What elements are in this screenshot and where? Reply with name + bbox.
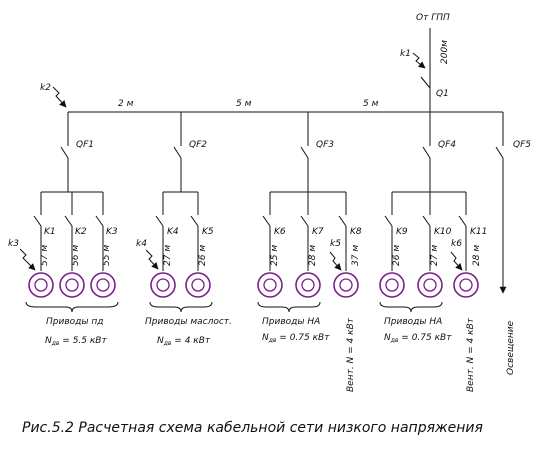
breaker-qf1 — [60, 112, 69, 192]
fault-point-k6-arrow — [450, 251, 463, 271]
cable-k10-label: K10 — [434, 227, 452, 237]
fault-point-k2-label: k2 — [40, 83, 51, 93]
group2-brace — [149, 301, 213, 313]
group3-brace — [257, 301, 321, 313]
bus-segment-2: 5 м — [236, 99, 252, 109]
feeder-cable-length: 200м — [440, 40, 450, 64]
fault-point-k3-arrow — [19, 248, 36, 271]
cable-k7-length: 28 м — [308, 245, 318, 266]
cable-k8-length: 37 м — [351, 245, 361, 266]
qf1-label: QF1 — [76, 140, 94, 150]
cable-k5-length: 26 м — [198, 245, 208, 266]
fan-motor-1-core — [339, 278, 353, 292]
cable-k2-label: K2 — [75, 227, 87, 237]
group3-power: Nдв = 0.75 кВт — [262, 333, 330, 344]
motor-8-core — [385, 278, 399, 292]
qf2-label: QF2 — [189, 140, 207, 150]
cable-k10 — [422, 192, 431, 271]
breaker-qf4 — [422, 112, 431, 192]
bus-segment-1: 2 м — [118, 99, 134, 109]
cable-k4-label: K4 — [167, 227, 179, 237]
cable-k7-label: K7 — [312, 227, 324, 237]
fault-point-k2-arrow — [52, 86, 67, 108]
cable-k2 — [64, 192, 73, 271]
group1-power: Nдв = 5.5 кВт — [45, 336, 107, 347]
cable-k8-label: K8 — [350, 227, 362, 237]
group4-name: Приводы НА — [384, 317, 442, 327]
group3-name: Приводы НА — [262, 317, 320, 327]
qf4-label: QF4 — [438, 140, 456, 150]
fault-point-k1-label: k1 — [400, 49, 411, 59]
breaker-qf5 — [495, 112, 507, 294]
motor-7-core — [301, 278, 315, 292]
fault-point-k5-label: k5 — [330, 239, 341, 249]
group2-name: Приводы маслост. — [145, 317, 232, 327]
cable-k7 — [300, 192, 309, 271]
q1-switch-blade — [420, 76, 431, 89]
cable-k10-length: 27 м — [430, 245, 440, 266]
motor-4-core — [156, 278, 170, 292]
group1-brace — [25, 301, 119, 313]
group4-power: Nдв = 0.75 кВт — [384, 333, 452, 344]
cable-k9-label: K9 — [396, 227, 408, 237]
fault-point-k4-label: k4 — [136, 239, 147, 249]
motor-3-core — [96, 278, 110, 292]
fault-point-k3-label: k3 — [8, 239, 19, 249]
qf3-label: QF3 — [316, 140, 334, 150]
motor-1-core — [34, 278, 48, 292]
cable-k8 — [338, 192, 347, 271]
breaker-qf3 — [300, 112, 309, 192]
fault-point-k5-arrow — [329, 251, 342, 271]
motor-2-core — [65, 278, 79, 292]
qf5-label: QF5 — [513, 140, 531, 150]
cable-k9 — [384, 192, 393, 271]
fault-point-k6-label: k6 — [451, 239, 462, 249]
cable-k5-label: K5 — [202, 227, 214, 237]
q1-label: Q1 — [436, 89, 449, 99]
fan-label-2: Вент. N = 4 кВт — [466, 317, 476, 392]
fault-point-k1-arrow — [412, 52, 426, 69]
cable-k5 — [190, 192, 199, 271]
cable-k3-label: K3 — [106, 227, 118, 237]
motor-6-core — [263, 278, 277, 292]
cable-k4-length: 27 м — [163, 245, 173, 266]
bus-segment-3: 5 м — [363, 99, 379, 109]
breaker-qf2 — [173, 112, 182, 192]
source-label: От ГПП — [416, 13, 450, 23]
lighting-label: Освещение — [506, 320, 516, 375]
cable-k6-label: K6 — [274, 227, 286, 237]
motor-9-core — [423, 278, 437, 292]
group4-brace — [379, 301, 443, 313]
group2-power: Nдв = 4 кВт — [157, 336, 211, 347]
cable-k11-label: K11 — [470, 227, 487, 237]
group1-name: Приводы пд — [46, 317, 103, 327]
cable-k1-length: 57 м — [40, 245, 50, 266]
fan-label-1: Вент. N = 4 кВт — [346, 317, 356, 392]
cable-k6-length: 25 м — [270, 245, 280, 266]
cable-k3-length: 55 м — [102, 245, 112, 266]
motor-5-core — [191, 278, 205, 292]
cable-k9-length: 26 м — [392, 245, 402, 266]
cable-k1-label: K1 — [44, 227, 56, 237]
figure-caption: Рис.5.2 Расчетная схема кабельной сети н… — [22, 420, 483, 436]
cable-k3 — [95, 192, 104, 271]
cable-k6 — [262, 192, 271, 271]
cable-k1 — [33, 192, 42, 271]
fan-motor-2-core — [459, 278, 473, 292]
cable-k2-length: 56 м — [71, 245, 81, 266]
cable-k11 — [458, 192, 467, 271]
cable-k4 — [155, 192, 164, 271]
fault-point-k4-arrow — [145, 249, 159, 270]
cable-k11-length: 28 м — [472, 245, 482, 266]
